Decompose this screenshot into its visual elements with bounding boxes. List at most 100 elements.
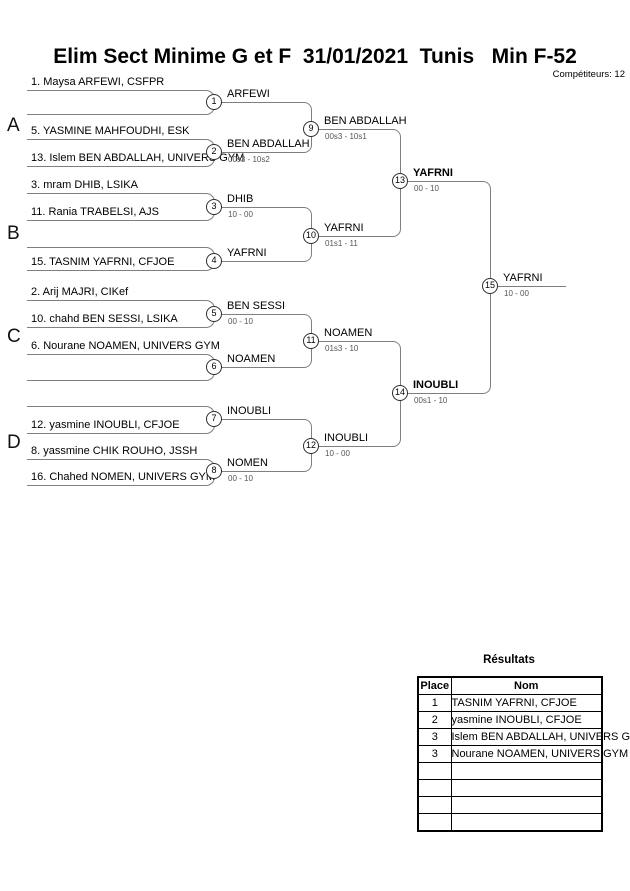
match-number-badge: 10 bbox=[303, 228, 319, 244]
player-label: 5. YASMINE MAHFOUDHI, ESK bbox=[31, 125, 190, 137]
match-score: 00s3 - 10s2 bbox=[228, 155, 270, 164]
result-place-cell bbox=[417, 813, 452, 832]
bracket-connector bbox=[221, 446, 312, 472]
bracket-connector bbox=[221, 236, 312, 262]
champion-line bbox=[497, 286, 566, 288]
result-place-cell bbox=[417, 779, 452, 797]
player-label: 1. Maysa ARFEWI, CSFPR bbox=[31, 76, 165, 88]
winner-label: YAFRNI bbox=[503, 272, 543, 284]
section-letter: A bbox=[7, 115, 20, 136]
result-name-cell bbox=[450, 779, 603, 797]
result-name-cell bbox=[450, 796, 603, 814]
match-number-badge: 12 bbox=[303, 438, 319, 454]
match-score: 00 - 10 bbox=[228, 317, 253, 326]
match-number-badge: 15 bbox=[482, 278, 498, 294]
bracket-connector bbox=[221, 207, 312, 237]
player-label: 8. yassmine CHIK ROUHO, JSSH bbox=[31, 445, 198, 457]
match-score: 10 - 00 bbox=[228, 210, 253, 219]
winner-label: BEN SESSI bbox=[227, 300, 286, 312]
result-place-cell: 3 bbox=[417, 728, 452, 746]
match-score: 00 - 10 bbox=[414, 184, 439, 193]
match-number-badge: 11 bbox=[303, 333, 319, 349]
match-score: 00s3 - 10s1 bbox=[325, 132, 367, 141]
result-name-cell: yasmine INOUBLI, CFJOE bbox=[450, 711, 603, 729]
player-label: 11. Rania TRABELSI, AJS bbox=[31, 206, 159, 218]
match-number-badge: 8 bbox=[206, 463, 222, 479]
player-label: 10. chahd BEN SESSI, LSIKA bbox=[31, 313, 178, 325]
result-place-cell: 3 bbox=[417, 745, 452, 763]
results-header-row: Place Nom bbox=[417, 676, 603, 695]
player-label: 6. Nourane NOAMEN, UNIVERS GYM bbox=[31, 340, 220, 352]
result-row bbox=[417, 762, 603, 780]
winner-label: INOUBLI bbox=[227, 405, 272, 417]
results-header-name: Nom bbox=[450, 676, 603, 695]
result-place-cell: 2 bbox=[417, 711, 452, 729]
bracket-connector bbox=[318, 129, 401, 182]
match-score: 00s1 - 10 bbox=[414, 396, 448, 405]
winner-label: ARFEWI bbox=[227, 88, 270, 100]
winner-label: NOMEN bbox=[227, 457, 268, 469]
bracket-connector bbox=[318, 393, 401, 447]
match-number-badge: 5 bbox=[206, 306, 222, 322]
match-score: 01s1 - 11 bbox=[325, 239, 358, 248]
result-name-cell: Islem BEN ABDALLAH, UNIVERS GYM bbox=[450, 728, 630, 746]
result-place-cell: 1 bbox=[417, 694, 452, 712]
match-score: 10 - 00 bbox=[325, 449, 350, 458]
winner-label: BEN ABDALLAH bbox=[324, 115, 407, 127]
match-number-badge: 7 bbox=[206, 411, 222, 427]
bracket-connector bbox=[27, 406, 215, 420]
result-name-cell bbox=[450, 813, 603, 832]
result-name-cell: TASNIM YAFRNI, CFJOE bbox=[450, 694, 603, 712]
result-row bbox=[417, 779, 603, 797]
winner-label: YAFRNI bbox=[413, 167, 453, 179]
winner-label: BEN ABDALLAH bbox=[227, 138, 310, 150]
player-label: 3. mram DHIB, LSIKA bbox=[31, 179, 138, 191]
section-letter: C bbox=[7, 326, 21, 347]
bracket-connector bbox=[407, 181, 491, 287]
result-place-cell bbox=[417, 762, 452, 780]
result-name-cell bbox=[450, 762, 603, 780]
results-title: Résultats bbox=[483, 654, 535, 666]
winner-label: DHIB bbox=[227, 193, 254, 205]
winner-label: NOAMEN bbox=[227, 353, 276, 365]
match-number-badge: 2 bbox=[206, 144, 222, 160]
competitors-count: Compétiteurs: 12 bbox=[552, 69, 625, 80]
match-number-badge: 14 bbox=[392, 385, 408, 401]
bracket-connector bbox=[221, 102, 312, 130]
bracket-connector bbox=[318, 341, 401, 394]
page-title: Elim Sect Minime G et F 31/01/2021 Tunis… bbox=[53, 45, 577, 68]
match-number-badge: 13 bbox=[392, 173, 408, 189]
match-number-badge: 3 bbox=[206, 199, 222, 215]
bracket-connector bbox=[27, 102, 215, 115]
match-number-badge: 6 bbox=[206, 359, 222, 375]
match-number-badge: 1 bbox=[206, 94, 222, 110]
player-label: 2. Arij MAJRI, CIKef bbox=[31, 286, 129, 298]
player-label: 12. yasmine INOUBLI, CFJOE bbox=[31, 419, 180, 431]
section-letter: B bbox=[7, 223, 20, 244]
match-score: 01s3 - 10 bbox=[325, 344, 359, 353]
bracket-connector bbox=[221, 314, 312, 342]
bracket-connector bbox=[221, 129, 312, 153]
bracket-connector bbox=[407, 286, 491, 394]
bracket-connector bbox=[27, 139, 215, 153]
match-number-badge: 4 bbox=[206, 253, 222, 269]
bracket-connector bbox=[27, 354, 215, 368]
match-number-badge: 9 bbox=[303, 121, 319, 137]
bracket-connector bbox=[221, 341, 312, 368]
winner-label: INOUBLI bbox=[413, 379, 459, 391]
bracket-connector bbox=[221, 419, 312, 447]
player-label: 16. Chahed NOMEN, UNIVERS GYM bbox=[31, 471, 216, 483]
bracket-connector bbox=[27, 367, 215, 381]
result-name-cell: Nourane NOAMEN, UNIVERS GYM bbox=[450, 745, 628, 763]
match-score: 00 - 10 bbox=[228, 474, 253, 483]
results-header-place: Place bbox=[417, 676, 452, 695]
result-place-cell bbox=[417, 796, 452, 814]
player-label: 13. Islem BEN ABDALLAH, UNIVERS GYM bbox=[31, 152, 245, 164]
winner-label: INOUBLI bbox=[324, 432, 369, 444]
